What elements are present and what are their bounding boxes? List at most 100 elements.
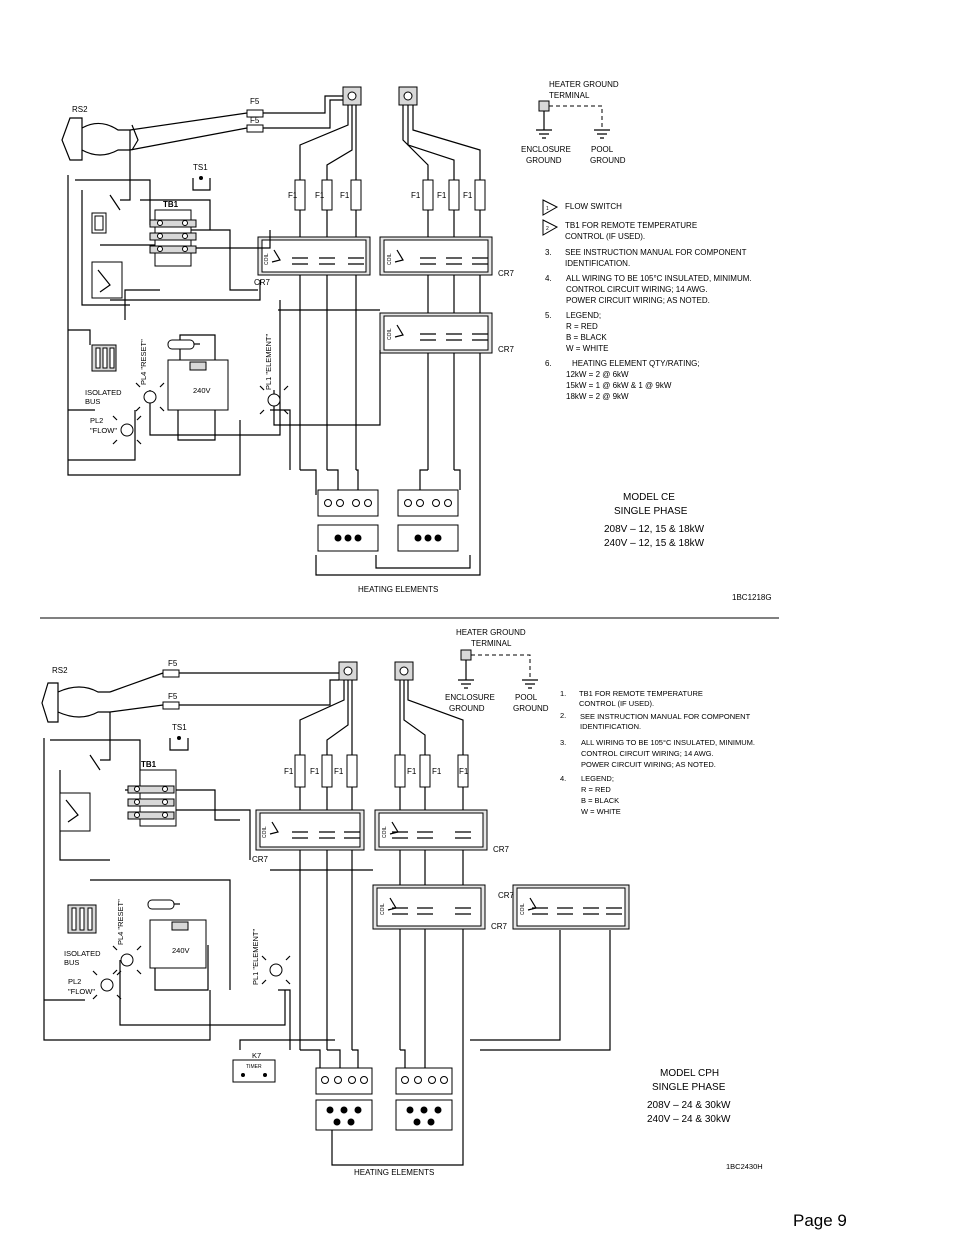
heater-ground-label-2: TERMINAL	[549, 91, 590, 100]
relay-voltage-label: 240V	[172, 946, 190, 955]
pl4-reset-lamp-icon	[135, 382, 165, 412]
pl2-flow-lamp-icon	[92, 970, 122, 1000]
cr7-contactor-1: COIL	[257, 236, 371, 276]
f1-label-4: F1	[411, 191, 421, 200]
svg-text:ALL WIRING TO BE 105°C INSULAT: ALL WIRING TO BE 105°C INSULATED, MINIMU…	[581, 738, 755, 747]
svg-text:4.: 4.	[560, 774, 566, 783]
reset-sensor-bulb-icon	[167, 339, 200, 350]
svg-text:R = RED: R = RED	[581, 785, 611, 794]
svg-text:R = RED: R = RED	[566, 322, 598, 331]
cr7-label-d: CR7	[498, 891, 515, 900]
svg-text:HEATING ELEMENT QTY/RATING;: HEATING ELEMENT QTY/RATING;	[572, 359, 700, 368]
f5-fuse-a-icon	[162, 669, 180, 678]
svg-text:4.: 4.	[545, 274, 552, 283]
rs2-label: RS2	[72, 105, 88, 114]
heating-elements-label: HEATING ELEMENTS	[354, 1168, 434, 1177]
svg-text:B = BLACK: B = BLACK	[581, 796, 619, 805]
enclosure-ground-label-2: GROUND	[449, 704, 485, 713]
drawing-number-bottom: 1BC2430H	[726, 1162, 763, 1171]
pl1-label: PL1 "ELEMENT"	[264, 333, 273, 390]
svg-text:3.: 3.	[560, 738, 566, 747]
tb1-terminal-block-icon	[149, 209, 197, 267]
svg-text:18kW = 2 @ 9kW: 18kW = 2 @ 9kW	[566, 392, 629, 401]
svg-text:COIL: COIL	[380, 903, 386, 915]
pl1-label: PL1 "ELEMENT"	[251, 928, 260, 985]
pl2-label-1: PL2	[68, 977, 81, 986]
heating-elements-label: HEATING ELEMENTS	[358, 585, 438, 594]
f1-label-1: F1	[288, 191, 298, 200]
cr7-label-c: CR7	[491, 922, 508, 931]
svg-text:CONTROL CIRCUIT WIRING; 14 AWG: CONTROL CIRCUIT WIRING; 14 AWG.	[581, 749, 714, 758]
svg-text:TB1 FOR REMOTE TEMPERATURE: TB1 FOR REMOTE TEMPERATURE	[579, 689, 703, 698]
relay-switch-icon	[59, 792, 91, 832]
tb1-terminal-block-icon	[127, 769, 177, 827]
svg-text:SEE INSTRUCTION MANUAL FOR COM: SEE INSTRUCTION MANUAL FOR COMPONENT	[565, 248, 747, 257]
isolated-bus-label-2: BUS	[64, 958, 79, 967]
ts1-label: TS1	[172, 723, 187, 732]
svg-text:POWER CIRCUIT WIRING; AS NOTED: POWER CIRCUIT WIRING; AS NOTED.	[566, 296, 710, 305]
f1-label-3: F1	[334, 767, 344, 776]
svg-text:COIL: COIL	[387, 253, 393, 265]
isolated-bus-label-1: ISOLATED	[85, 388, 122, 397]
f1-label-1: F1	[284, 767, 294, 776]
top-notes: 1 FLOW SWITCH 2 TB1 FOR REMOTE TEMPERATU…	[542, 199, 752, 401]
model-cph-240v: 240V – 24 & 30kW	[647, 1114, 731, 1125]
f1-label-2: F1	[310, 767, 320, 776]
pl2-label-1: PL2	[90, 416, 103, 425]
isolated-bus-label-2: BUS	[85, 397, 100, 406]
ground-terminal-icon	[536, 100, 610, 139]
cr7-contactor-3: COIL	[372, 884, 486, 930]
f5-label-a: F5	[250, 97, 260, 106]
rs2-switch-icon	[61, 117, 139, 161]
svg-text:2: 2	[546, 226, 549, 232]
heater-ground-label-2: TERMINAL	[471, 639, 512, 648]
f5-label-a: F5	[168, 659, 178, 668]
model-cph-diagram: RS2 F5 F5 F1 F1 F1 F1 F1 F1	[41, 628, 763, 1177]
f1-label-3: F1	[340, 191, 350, 200]
svg-text:LEGEND;: LEGEND;	[581, 774, 614, 783]
heating-element-2-icon	[397, 489, 459, 552]
note-flag-2-icon	[542, 219, 559, 236]
pl2-flow-lamp-icon	[112, 415, 142, 445]
model-ce-240v: 240V – 12, 15 & 18kW	[604, 538, 705, 549]
pool-ground-label-1: POOL	[591, 145, 614, 154]
tb1-label: TB1	[163, 200, 179, 209]
pl2-label-2: "FLOW"	[90, 426, 117, 435]
model-ce-phase: SINGLE PHASE	[614, 506, 688, 517]
cr7-label-c: CR7	[498, 345, 515, 354]
tb1-label: TB1	[141, 760, 157, 769]
pl1-element-lamp-icon	[261, 955, 291, 985]
pool-ground-label-2: GROUND	[590, 156, 626, 165]
cr7-label-a: CR7	[252, 855, 269, 864]
svg-text:LEGEND;: LEGEND;	[566, 311, 601, 320]
k7-timer-icon	[232, 1059, 276, 1083]
rs2-label: RS2	[52, 666, 68, 675]
cr7-contactor-2: COIL	[379, 236, 493, 276]
svg-text:COIL: COIL	[262, 826, 268, 838]
relay-voltage-label: 240V	[193, 386, 211, 395]
ground-terminal-icon	[458, 649, 538, 689]
enclosure-ground-label-1: ENCLOSURE	[521, 145, 571, 154]
svg-text:2.: 2.	[560, 711, 566, 720]
timer-label: TIMER	[246, 1064, 262, 1070]
f1-label-2: F1	[315, 191, 325, 200]
svg-text:W = WHITE: W = WHITE	[581, 807, 621, 816]
svg-text:COIL: COIL	[387, 328, 393, 340]
drawing-number-top: 1BC1218G	[732, 593, 772, 602]
f5-fuse-b-icon	[162, 701, 180, 710]
relay-switch-icon	[91, 212, 107, 234]
svg-text:5.: 5.	[545, 311, 552, 320]
svg-text:CONTROL (IF USED).: CONTROL (IF USED).	[565, 232, 645, 241]
model-ce-diagram: RS2 F5 F5 F1 F1 F1 F1	[61, 80, 772, 602]
k7-label: K7	[252, 1051, 261, 1060]
ts1-switch-icon	[192, 178, 211, 191]
model-cph-phase: SINGLE PHASE	[652, 1082, 726, 1093]
relay-240v-icon	[167, 359, 229, 411]
f1-label-5: F1	[437, 191, 447, 200]
f1-label-5: F1	[432, 767, 442, 776]
f5-fuse-b-icon	[246, 124, 264, 133]
cr7-contactor-3: COIL	[379, 312, 493, 354]
svg-text:COIL: COIL	[264, 253, 270, 265]
cr7-label-a: CR7	[254, 278, 271, 287]
